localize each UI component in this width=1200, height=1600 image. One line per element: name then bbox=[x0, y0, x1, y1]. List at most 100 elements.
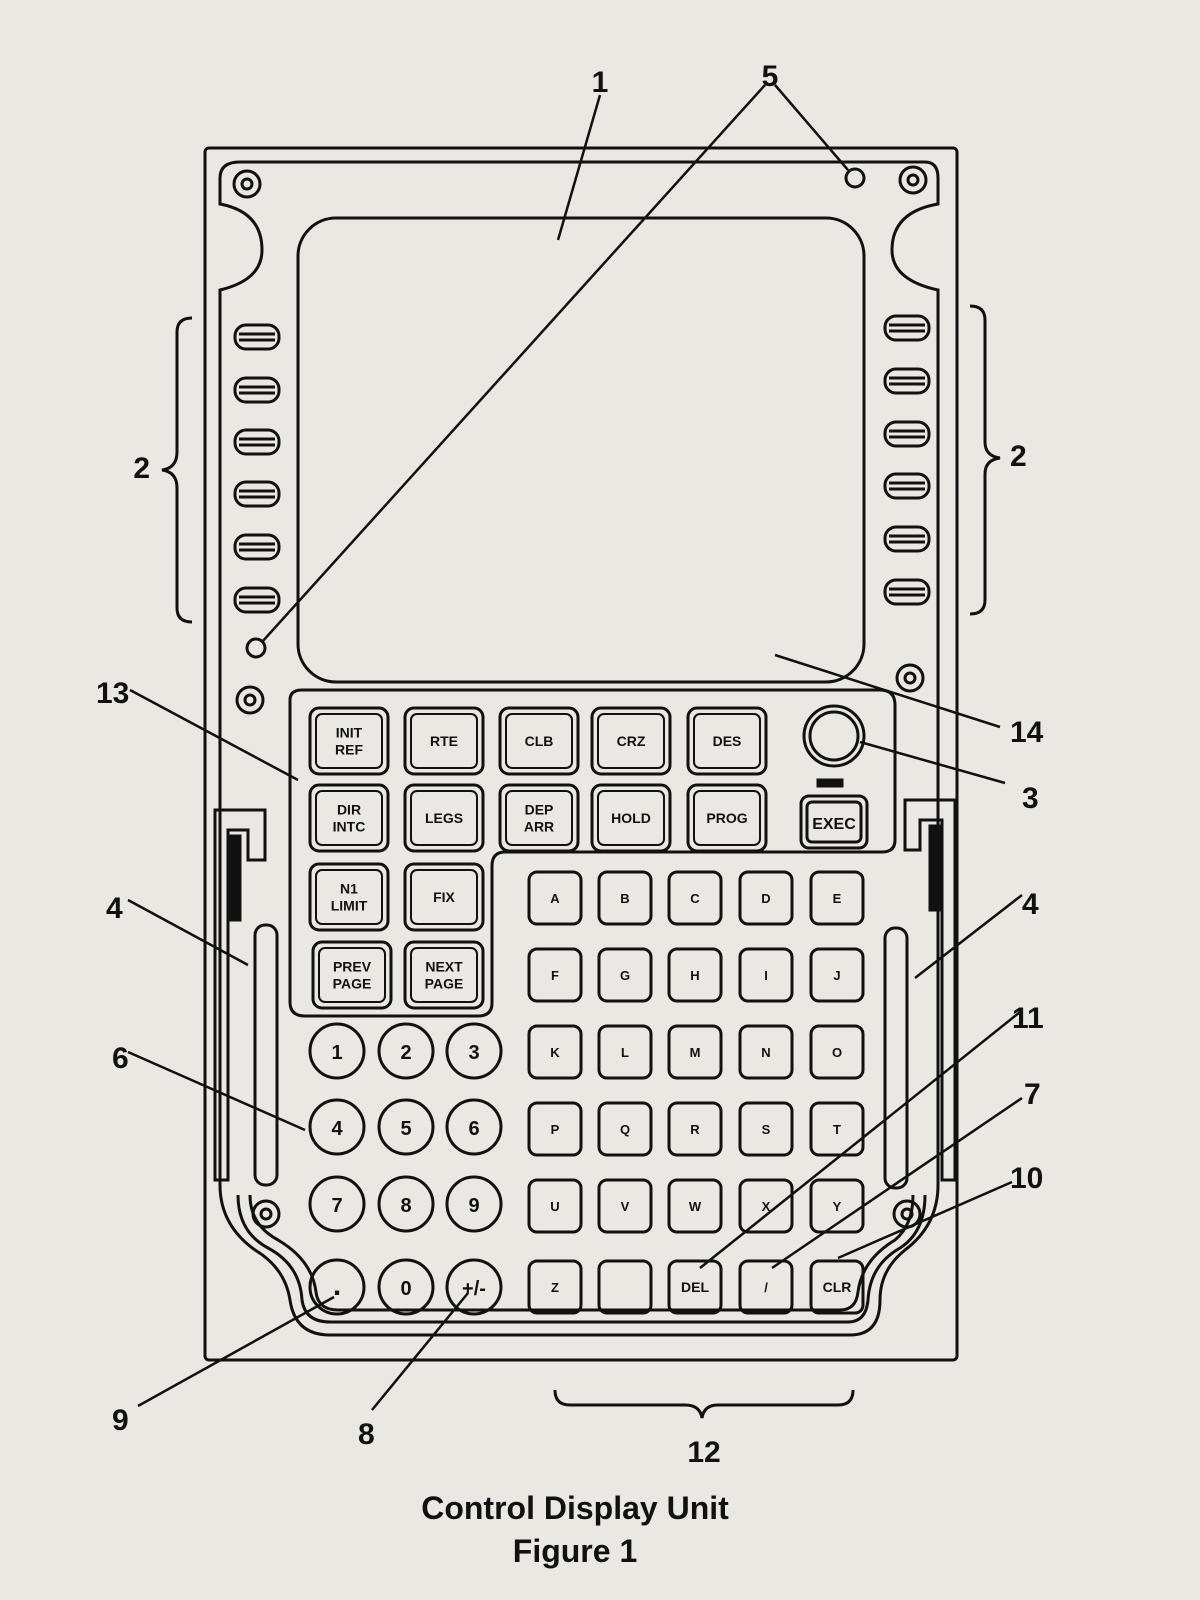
key-dep-arr-label: DEP bbox=[525, 801, 554, 817]
alpha-key-17[interactable]: R bbox=[667, 1101, 723, 1157]
callout-9: 9 bbox=[112, 1404, 129, 1437]
num-key-0[interactable]: 1 bbox=[308, 1022, 366, 1080]
key-prog[interactable]: PROG bbox=[686, 783, 768, 853]
left-lsk-5[interactable] bbox=[233, 533, 281, 561]
num-key-10[interactable]: 0 bbox=[377, 1258, 435, 1316]
alpha-key-2[interactable]: C bbox=[667, 870, 723, 926]
alpha-key-18[interactable]: S bbox=[738, 1101, 794, 1157]
alpha-key-19[interactable]: T bbox=[809, 1101, 865, 1157]
right-lsk-1[interactable] bbox=[883, 314, 931, 342]
alpha-key-21[interactable]: V bbox=[597, 1178, 653, 1234]
num-key-11[interactable]: +/- bbox=[445, 1258, 503, 1316]
exec-key-label: EXEC bbox=[812, 816, 856, 833]
brightness-knob[interactable] bbox=[802, 704, 866, 768]
alpha-key-20[interactable]: U bbox=[527, 1178, 583, 1234]
alpha-key-16[interactable]: Q bbox=[597, 1101, 653, 1157]
display-screen bbox=[296, 216, 866, 684]
alpha-key-27[interactable]: DEL bbox=[667, 1259, 723, 1315]
alpha-key-15[interactable]: P bbox=[527, 1101, 583, 1157]
num-key-2[interactable]: 3 bbox=[445, 1022, 503, 1080]
left-lsk-6[interactable] bbox=[233, 586, 281, 614]
alpha-key-5[interactable]: F bbox=[527, 947, 583, 1003]
num-key-4[interactable]: 5 bbox=[377, 1098, 435, 1156]
callout-2-left: 2 bbox=[133, 452, 150, 485]
alpha-key-26[interactable] bbox=[597, 1259, 653, 1315]
alpha-key-12[interactable]: M bbox=[667, 1024, 723, 1080]
key-clb[interactable]: CLB bbox=[498, 706, 580, 776]
callout-2-right: 2 bbox=[1010, 440, 1027, 473]
left-line-select-keys[interactable] bbox=[233, 323, 281, 614]
alpha-key-label: H bbox=[690, 968, 699, 983]
alpha-key-29[interactable]: CLR bbox=[809, 1259, 865, 1315]
alpha-key-11[interactable]: L bbox=[597, 1024, 653, 1080]
num-key-label: 6 bbox=[468, 1118, 479, 1140]
leader-lines bbox=[127, 84, 1023, 1411]
alpha-key-label: F bbox=[551, 968, 559, 983]
left-lsk-2[interactable] bbox=[233, 376, 281, 404]
num-key-6[interactable]: 7 bbox=[308, 1175, 366, 1233]
alpha-key-10[interactable]: K bbox=[527, 1024, 583, 1080]
alpha-key-6[interactable]: G bbox=[597, 947, 653, 1003]
alpha-key-label: Q bbox=[620, 1122, 630, 1137]
alpha-key-28[interactable]: / bbox=[738, 1259, 794, 1315]
alpha-key-13[interactable]: N bbox=[738, 1024, 794, 1080]
key-crz[interactable]: CRZ bbox=[590, 706, 672, 776]
callout-12: 12 bbox=[687, 1436, 720, 1469]
num-key-9[interactable]: . bbox=[308, 1258, 366, 1316]
alpha-key-22[interactable]: W bbox=[667, 1178, 723, 1234]
alpha-key-14[interactable]: O bbox=[809, 1024, 865, 1080]
right-lsk-2[interactable] bbox=[883, 367, 931, 395]
alpha-key-8[interactable]: I bbox=[738, 947, 794, 1003]
num-key-label: 7 bbox=[331, 1195, 342, 1217]
brightness-knob-inner bbox=[808, 710, 860, 762]
alpha-key-4[interactable]: E bbox=[809, 870, 865, 926]
right-lsk-4[interactable] bbox=[883, 472, 931, 500]
num-key-7[interactable]: 8 bbox=[377, 1175, 435, 1233]
key-legs-label: LEGS bbox=[425, 810, 463, 826]
key-des[interactable]: DES bbox=[686, 706, 768, 776]
right-lsk-5[interactable] bbox=[883, 525, 931, 553]
key-hold[interactable]: HOLD bbox=[590, 783, 672, 853]
alpha-key-1[interactable]: B bbox=[597, 870, 653, 926]
keypad-border-2 bbox=[248, 1194, 915, 1312]
alpha-key-25[interactable]: Z bbox=[527, 1259, 583, 1315]
alpha-key-0[interactable]: A bbox=[527, 870, 583, 926]
callout-6: 6 bbox=[112, 1042, 129, 1075]
key-next-page-label: NEXT bbox=[425, 958, 463, 974]
left-lsk-bracket bbox=[161, 316, 193, 624]
num-key-1[interactable]: 2 bbox=[377, 1022, 435, 1080]
num-key-5[interactable]: 6 bbox=[445, 1098, 503, 1156]
exec-key[interactable] bbox=[799, 794, 869, 850]
alpha-key-9[interactable]: J bbox=[809, 947, 865, 1003]
key-fix[interactable]: FIX bbox=[403, 862, 485, 932]
left-lsk-4[interactable] bbox=[233, 480, 281, 508]
alpha-key-label: N bbox=[761, 1045, 770, 1060]
left-lsk-3[interactable] bbox=[233, 428, 281, 456]
right-line-select-keys[interactable] bbox=[883, 314, 931, 606]
right-lsk-6[interactable] bbox=[883, 578, 931, 606]
key-rte[interactable]: RTE bbox=[403, 706, 485, 776]
alpha-key-7[interactable]: H bbox=[667, 947, 723, 1003]
callout-10: 10 bbox=[1010, 1162, 1043, 1195]
num-key-label: 0 bbox=[400, 1278, 411, 1300]
alpha-key-3[interactable]: D bbox=[738, 870, 794, 926]
key-dir-intc-label: DIR bbox=[337, 801, 361, 817]
num-key-3[interactable]: 4 bbox=[308, 1098, 366, 1156]
num-key-8[interactable]: 9 bbox=[445, 1175, 503, 1233]
left-rail bbox=[213, 808, 279, 1187]
right-lsk-3[interactable] bbox=[883, 420, 931, 448]
alpha-key-23[interactable]: X bbox=[738, 1178, 794, 1234]
left-lsk-1[interactable] bbox=[233, 323, 281, 351]
callout-8: 8 bbox=[358, 1418, 375, 1451]
key-legs[interactable]: LEGS bbox=[403, 783, 485, 853]
